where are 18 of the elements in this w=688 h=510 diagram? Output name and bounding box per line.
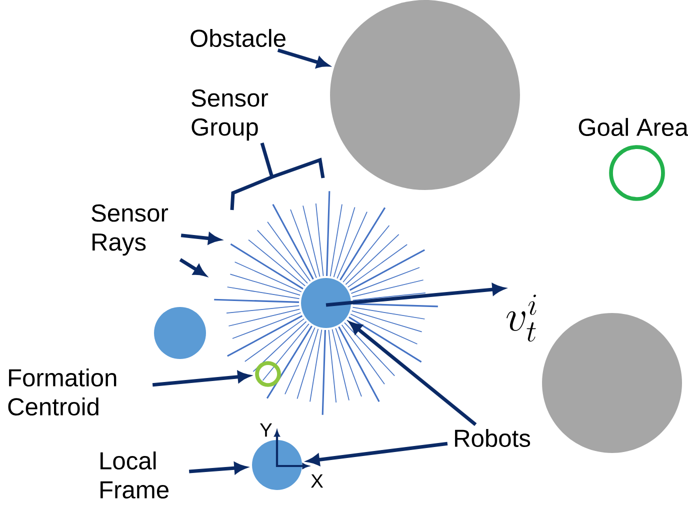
obstacle-circle	[330, 0, 520, 190]
arrow	[179, 258, 206, 276]
callout-text: Obstacle	[190, 28, 286, 48]
callout-text: Robots	[455, 428, 530, 448]
robot-circle	[252, 440, 302, 490]
robot-circle	[301, 278, 351, 328]
centroid-ring	[255, 361, 281, 387]
obstacle-circle	[542, 313, 682, 453]
robot-circle	[154, 307, 206, 359]
velocity-label: $v_t^i$	[506, 294, 536, 342]
callout-text: Formation Centroid	[8, 368, 116, 416]
node-label: Goal Area	[578, 118, 688, 136]
arrow	[350, 322, 477, 426]
axis-label: Y	[260, 423, 272, 437]
callout-text: Local Frame	[100, 451, 168, 499]
callout-text: Sensor Rays	[92, 204, 168, 256]
axis-label: X	[311, 474, 324, 488]
callout-text: Sensor Group	[192, 89, 268, 141]
